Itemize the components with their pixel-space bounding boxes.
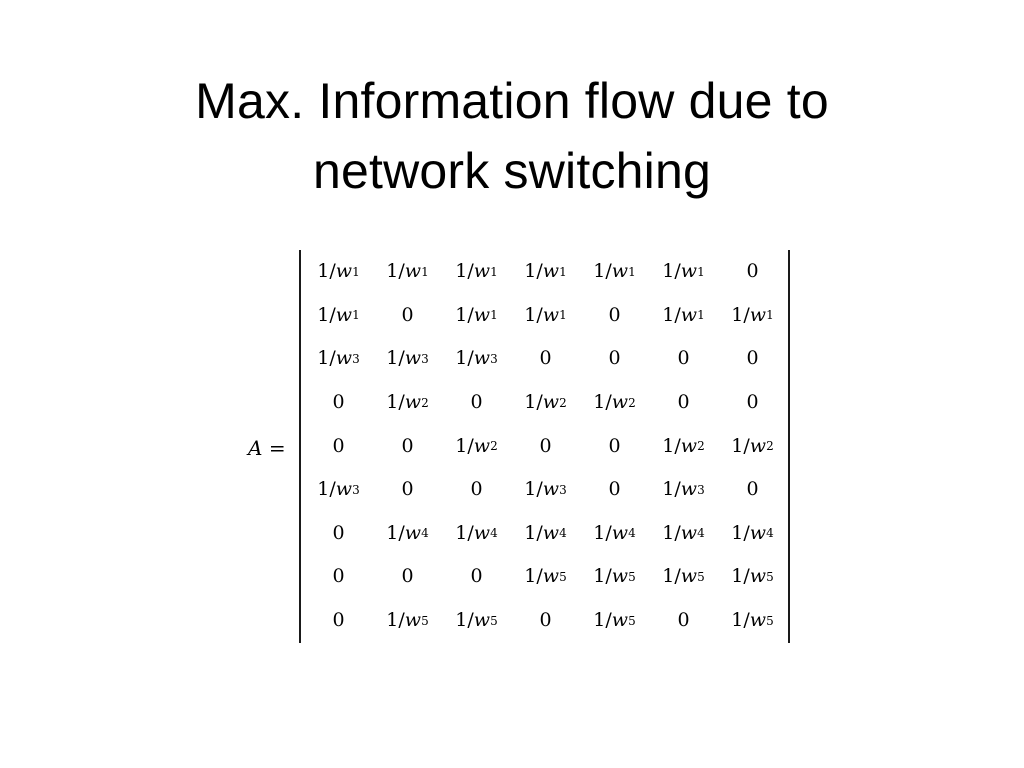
matrix-cell: 0 bbox=[332, 565, 345, 588]
matrix-cell: 0 bbox=[332, 521, 345, 544]
matrix-cell: 0 bbox=[746, 347, 759, 370]
matrix-cell: 0 bbox=[677, 347, 690, 370]
matrix-cell: 0 bbox=[608, 478, 621, 501]
matrix-cell: 0 bbox=[677, 391, 690, 414]
matrix-left-bar bbox=[299, 250, 301, 643]
matrix-cell: 0 bbox=[401, 303, 414, 326]
matrix-cell: 0 bbox=[677, 609, 690, 632]
matrix-variable: A bbox=[248, 436, 263, 460]
matrix-cell: 0 bbox=[401, 565, 414, 588]
matrix-cell: 0 bbox=[746, 260, 759, 283]
title-line-1: Max. Information flow due to bbox=[195, 73, 829, 129]
matrix-right-bar bbox=[788, 250, 790, 643]
matrix-cell: 0 bbox=[332, 391, 345, 414]
matrix-cell: 0 bbox=[332, 434, 345, 457]
matrix-cell: 0 bbox=[401, 478, 414, 501]
matrix-cell: 0 bbox=[608, 434, 621, 457]
matrix-cell: 0 bbox=[608, 347, 621, 370]
matrix-cell: 0 bbox=[470, 565, 483, 588]
matrix-cell: 0 bbox=[746, 391, 759, 414]
matrix-cell: 0 bbox=[539, 347, 552, 370]
matrix-cell: 0 bbox=[470, 478, 483, 501]
matrix-cell: 0 bbox=[608, 303, 621, 326]
matrix-cell: 0 bbox=[539, 609, 552, 632]
matrix-cell: 0 bbox=[401, 434, 414, 457]
matrix-cell: 0 bbox=[332, 609, 345, 632]
matrix-cell: 0 bbox=[539, 434, 552, 457]
matrix-cell: 0 bbox=[746, 478, 759, 501]
title-line-2: network switching bbox=[312, 143, 711, 199]
equals-sign: = bbox=[268, 436, 286, 460]
matrix-cell: 0 bbox=[470, 391, 483, 414]
matrix-lhs: A = bbox=[248, 433, 286, 463]
slide-title: Max. Information flow due to network swi… bbox=[0, 66, 1024, 206]
